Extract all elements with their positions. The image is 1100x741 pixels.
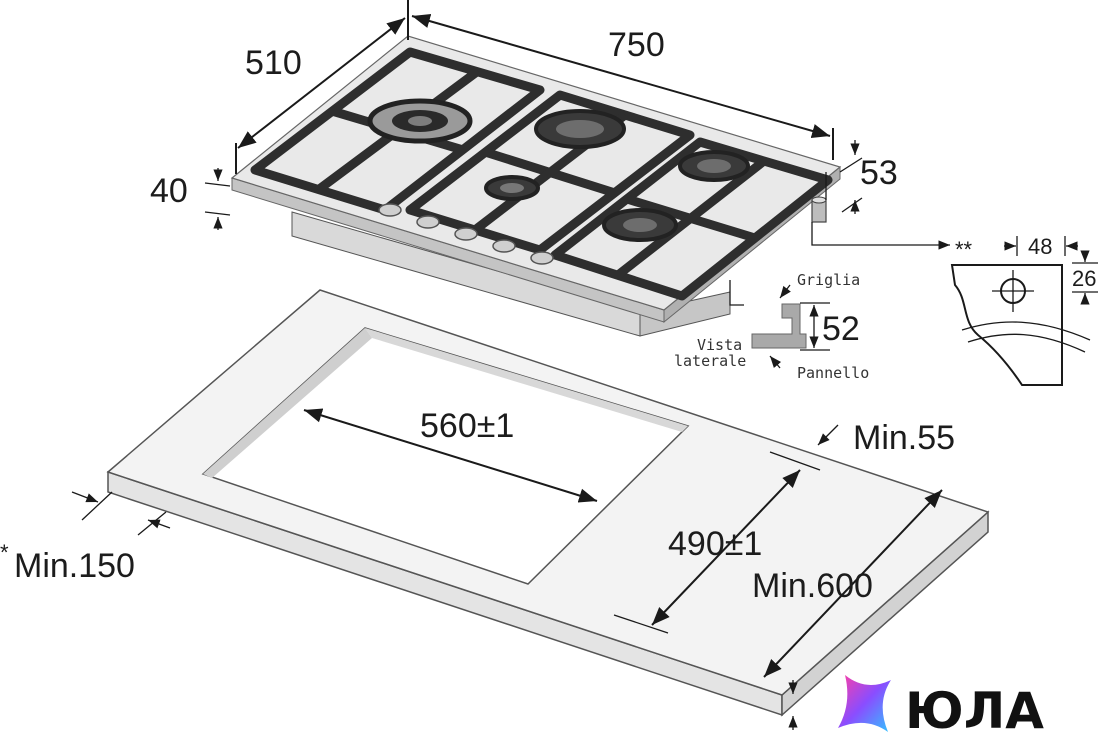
watermark-logo: ЮЛА bbox=[838, 675, 1044, 740]
connector-marker: ** bbox=[955, 237, 973, 262]
logo-star-icon bbox=[838, 675, 891, 732]
side-view-label-2: laterale bbox=[674, 352, 746, 370]
profile-height-label: 52 bbox=[822, 310, 860, 348]
countertop-drawing bbox=[106, 289, 990, 717]
hob-dimensions bbox=[204, 0, 863, 230]
min-back-label: Min.55 bbox=[853, 419, 955, 457]
hob-height-label: 40 bbox=[150, 172, 188, 210]
side-offset-label: 53 bbox=[860, 154, 898, 192]
min-counter-depth-label: Min.600 bbox=[752, 567, 873, 605]
profile-shape bbox=[751, 303, 807, 349]
countertop-dimensions bbox=[71, 408, 943, 730]
gas-connector bbox=[811, 172, 827, 223]
cutout-depth-label: 490±1 bbox=[668, 525, 762, 563]
panel-label: Pannello bbox=[797, 364, 869, 382]
cutout-width-label: 560±1 bbox=[420, 407, 514, 445]
connector-detail bbox=[811, 222, 1098, 386]
connector-height-label: 26 bbox=[1072, 266, 1096, 291]
connector-width-label: 48 bbox=[1028, 234, 1052, 259]
hob-width-label: 750 bbox=[608, 26, 665, 64]
min-side-marker: * bbox=[0, 540, 9, 565]
watermark-brand: ЮЛА bbox=[905, 682, 1044, 740]
control-knobs bbox=[378, 203, 554, 265]
side-view-label-1: Vista bbox=[697, 336, 742, 354]
grid-label: Griglia bbox=[797, 271, 860, 289]
hob-depth-label: 510 bbox=[245, 44, 302, 82]
side-profile-detail bbox=[729, 280, 830, 369]
min-side-label: Min.150 bbox=[14, 547, 135, 585]
